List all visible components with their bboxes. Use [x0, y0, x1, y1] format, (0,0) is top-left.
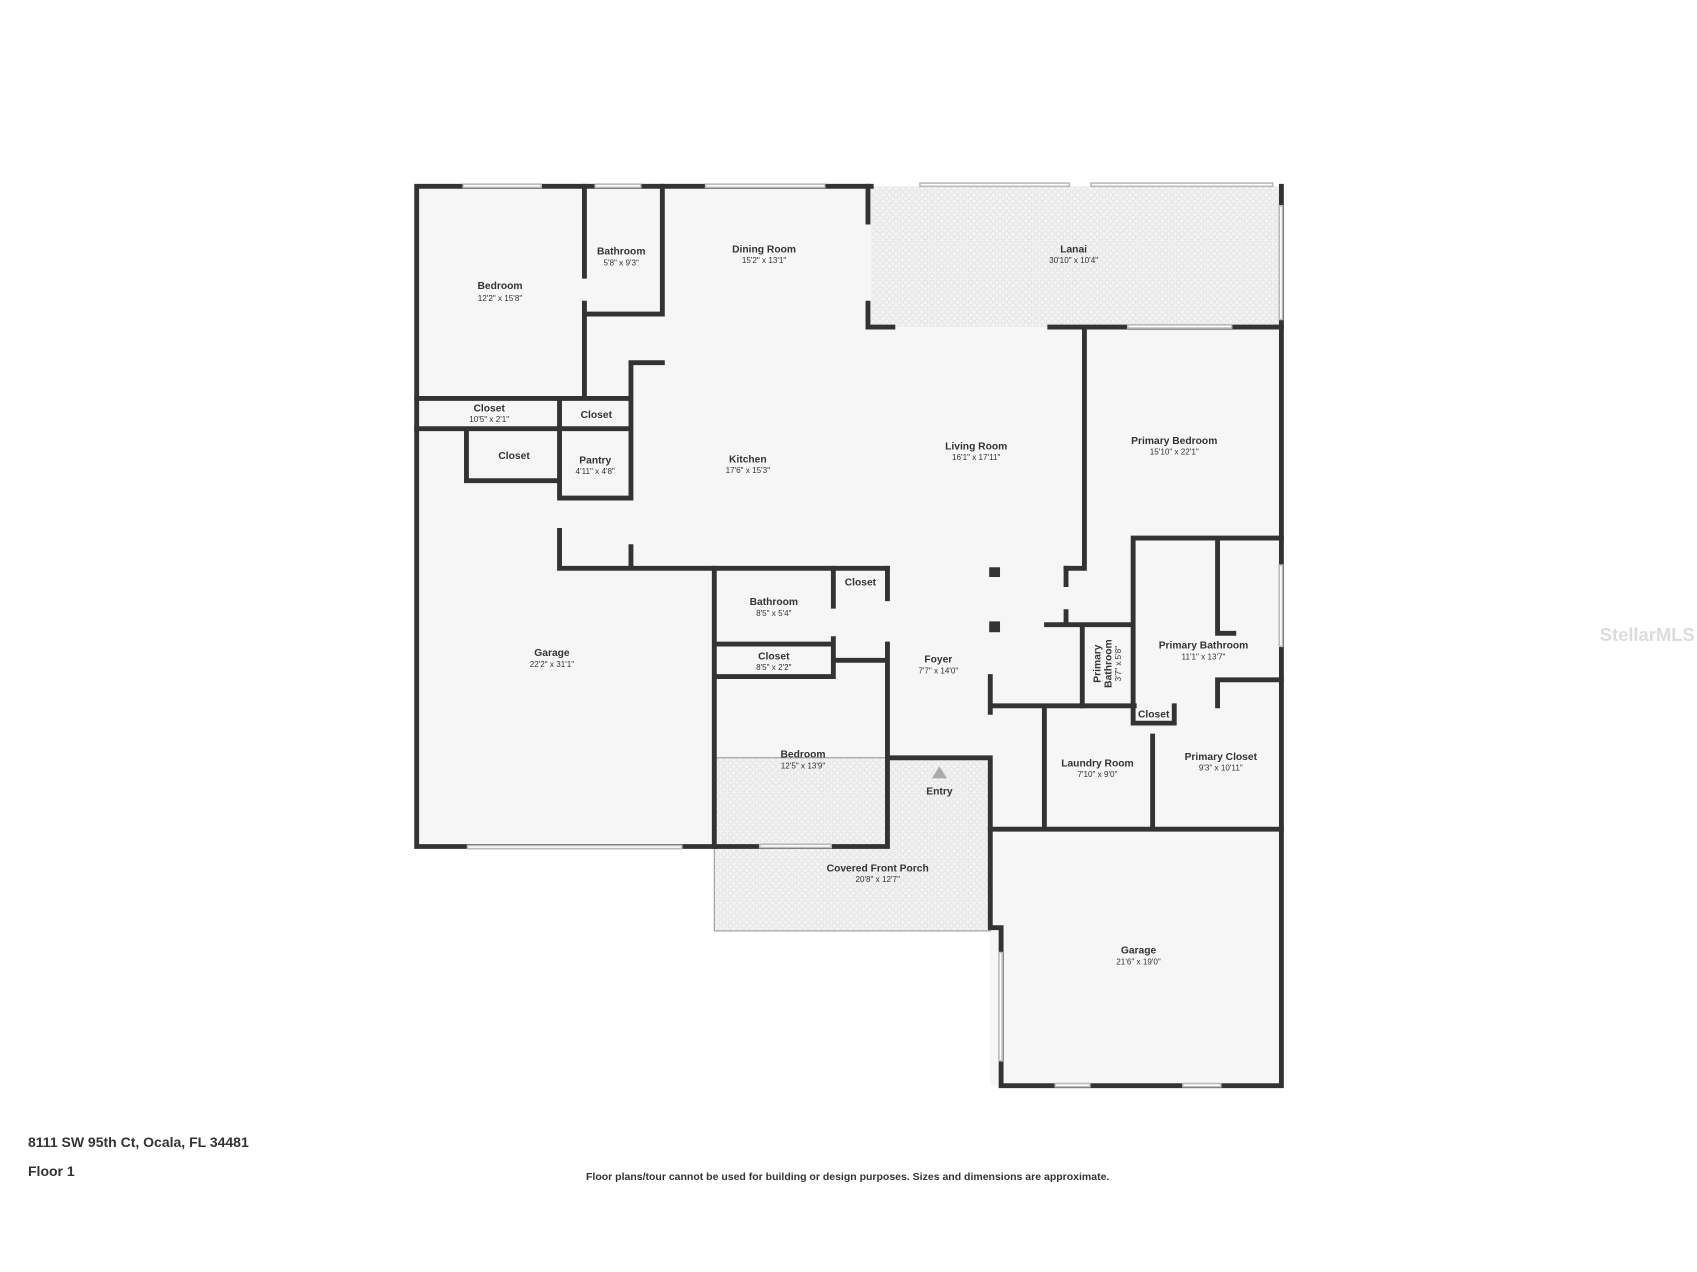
room-name: Closet [1138, 710, 1170, 721]
room-dims: 10'5" x 2'1" [469, 415, 509, 424]
room-name: Laundry Room [1061, 758, 1133, 769]
column [989, 621, 1001, 633]
room-dims: 30'10" x 10'4" [1049, 256, 1098, 265]
room-name: Closet [498, 451, 530, 462]
room-name: Bathroom [750, 597, 798, 608]
room-dims: 7'7" x 14'0" [918, 666, 958, 675]
room-dims: 11'1" x 13'7" [1182, 652, 1226, 661]
room-dims: 4'11" x 4'8" [576, 467, 615, 476]
room-dims: 16'1" x 17'11" [952, 453, 1001, 462]
room-name: Bathroom [1103, 639, 1114, 687]
room-name: Closet [758, 651, 790, 662]
floor-label: Floor 1 [28, 1163, 75, 1179]
room-name: Pantry [579, 455, 611, 466]
room-dims: 15'2" x 13'1" [742, 256, 787, 265]
room-labels: Bedroom 12'2" x 15'8" Bathroom 5'8" x 9'… [469, 244, 1257, 966]
room-name: Living Room [945, 441, 1007, 452]
disclaimer: Floor plans/tour cannot be used for buil… [586, 1171, 1110, 1183]
room-name: Bathroom [597, 246, 645, 257]
room-name: Closet [581, 410, 613, 421]
room-name: Garage [1121, 946, 1157, 957]
room-dims: 21'6" x 19'0" [1116, 957, 1161, 966]
address: 8111 SW 95th Ct, Ocala, FL 34481 [28, 1134, 249, 1150]
room-dims: 9'3" x 10'11" [1199, 764, 1243, 773]
watermark: StellarMLS [1600, 624, 1695, 645]
room-name: Closet [473, 403, 505, 414]
windows [462, 182, 1284, 1088]
room-name: Primary Closet [1185, 752, 1258, 763]
room-name: Closet [845, 578, 877, 589]
room-name: Dining Room [732, 244, 796, 255]
room-name: Covered Front Porch [827, 863, 929, 874]
lanai-area [871, 186, 1282, 328]
entry-arrow-icon [931, 766, 947, 779]
room-dims: 17'6" x 15'3" [726, 466, 771, 475]
room-name: Garage [534, 648, 570, 659]
room-dims: 12'5" x 13'9" [781, 762, 826, 771]
room-name: Bedroom [781, 750, 826, 761]
column [989, 567, 1001, 578]
room-name: Bedroom [477, 281, 522, 292]
room-name: Foyer [924, 655, 952, 666]
room-dims: 7'10" x 9'0" [1077, 770, 1117, 779]
floor-fill [416, 186, 1282, 1086]
room-dims: 8'5" x 2'2" [756, 663, 792, 672]
room-dims: 12'2" x 15'8" [478, 294, 523, 303]
room-dims: 15'10" x 22'1" [1150, 448, 1199, 457]
room-name: Primary Bedroom [1131, 436, 1217, 447]
room-dims: 3'7" x 5'8" [1114, 646, 1123, 682]
room-dims: 8'5" x 5'4" [756, 609, 792, 618]
room-name: Lanai [1060, 244, 1087, 255]
room-name: Primary Bathroom [1159, 640, 1249, 651]
room-name: Kitchen [729, 454, 767, 465]
room-dims: 20'8" x 12'7" [855, 875, 900, 884]
room-dims: 5'8" x 9'3" [603, 258, 639, 267]
room-name: Entry [926, 787, 953, 798]
room-dims: 22'2" x 31'1" [530, 660, 575, 669]
room-name: Primary [1093, 644, 1104, 683]
